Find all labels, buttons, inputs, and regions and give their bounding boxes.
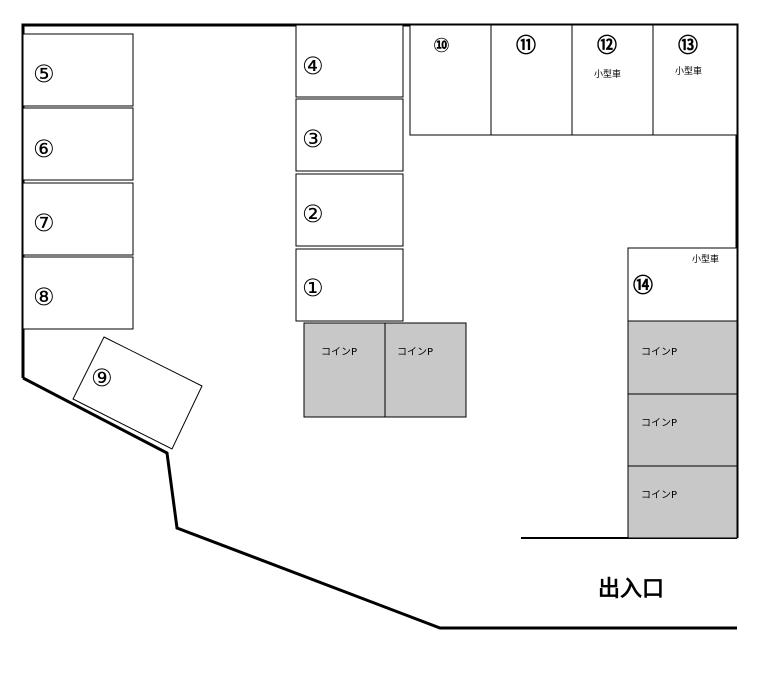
slot-3[interactable]: ③ bbox=[295, 98, 404, 172]
slot-number: ⑬ bbox=[678, 33, 698, 57]
slot-number: ⑫ bbox=[597, 33, 617, 57]
slot-12[interactable]: ⑫ 小型車 bbox=[571, 24, 654, 136]
slot-5[interactable]: ⑤ bbox=[22, 33, 134, 107]
slot-number: ⑥ bbox=[33, 135, 55, 163]
slot-6[interactable]: ⑥ bbox=[22, 107, 134, 181]
coin-parking-label: コインP bbox=[641, 347, 677, 358]
slot-number: ⑩ bbox=[433, 33, 450, 57]
coin-parking-right-2[interactable]: コインP bbox=[627, 393, 738, 467]
slot-14[interactable]: ⑭ 小型車 bbox=[627, 247, 738, 322]
exit-label: 出入口 bbox=[598, 577, 664, 602]
slot-9[interactable]: ⑨ bbox=[72, 336, 203, 450]
coin-parking-middle-left[interactable]: コインP bbox=[303, 322, 386, 418]
slot-7[interactable]: ⑦ bbox=[22, 182, 134, 256]
coin-parking-label: コインP bbox=[641, 490, 677, 501]
coin-parking-label: コインP bbox=[321, 347, 357, 358]
slot-number: ⑤ bbox=[33, 60, 55, 88]
coin-parking-label: コインP bbox=[397, 347, 433, 358]
slot-11[interactable]: ⑪ bbox=[490, 24, 573, 136]
small-car-label: 小型車 bbox=[675, 65, 702, 77]
slot-2[interactable]: ② bbox=[295, 173, 404, 247]
small-car-label: 小型車 bbox=[594, 68, 621, 80]
slot-number: ⑪ bbox=[516, 33, 536, 57]
slot-number: ⑭ bbox=[633, 273, 653, 297]
slot-number: ⑧ bbox=[33, 283, 55, 311]
bottom-left-wall bbox=[22, 376, 737, 630]
coin-parking-middle-right[interactable]: コインP bbox=[384, 322, 467, 418]
slot-10[interactable]: ⑩ bbox=[409, 24, 492, 136]
slot-4[interactable]: ④ bbox=[295, 24, 404, 98]
slot-number: ⑨ bbox=[91, 364, 113, 392]
slot-8[interactable]: ⑧ bbox=[22, 256, 134, 330]
slot-number: ④ bbox=[302, 52, 324, 80]
slot-1[interactable]: ① bbox=[295, 248, 404, 322]
coin-parking-label: コインP bbox=[641, 418, 677, 429]
coin-parking-right-1[interactable]: コインP bbox=[627, 320, 738, 395]
slot-number: ① bbox=[302, 274, 324, 302]
coin-parking-right-3[interactable]: コインP bbox=[627, 465, 738, 539]
slot-number: ⑦ bbox=[33, 209, 55, 237]
small-car-label: 小型車 bbox=[692, 253, 719, 265]
slot-13[interactable]: ⑬ 小型車 bbox=[652, 24, 738, 136]
slot-number: ③ bbox=[302, 125, 324, 153]
slot-number: ② bbox=[302, 200, 324, 228]
